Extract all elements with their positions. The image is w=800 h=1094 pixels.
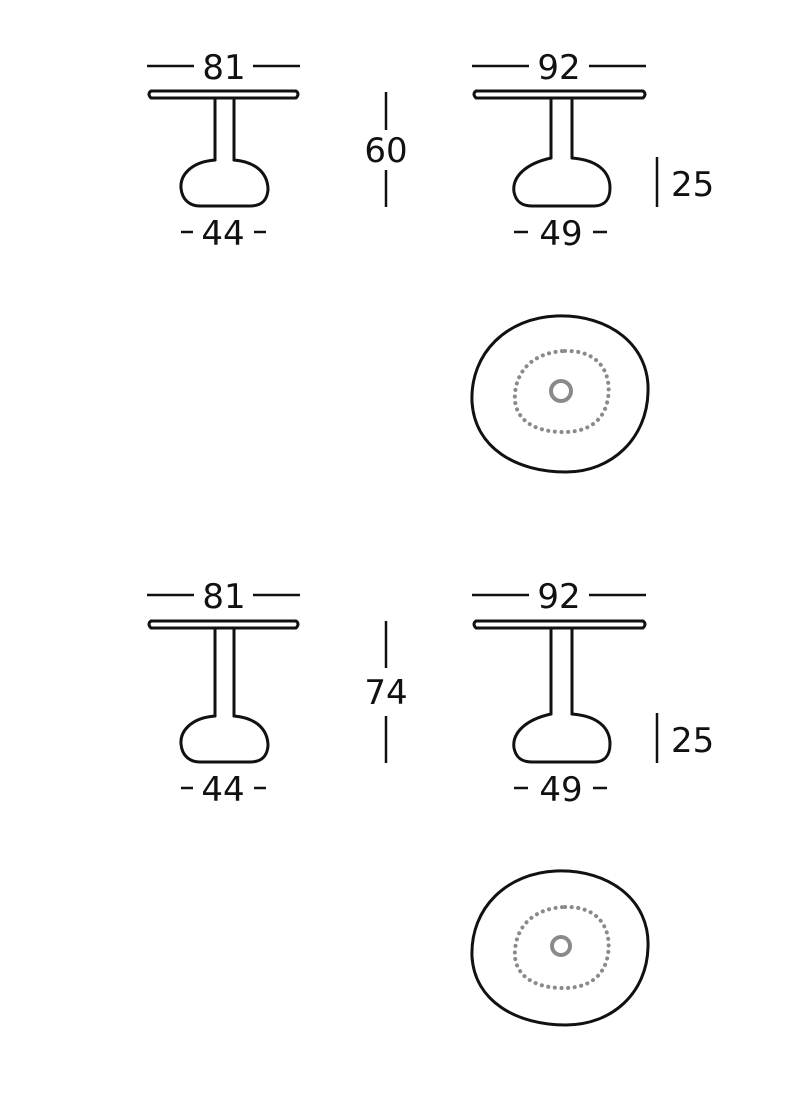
small-column — [213, 626, 236, 718]
large-top-width-label: 92 — [537, 48, 580, 88]
small-tabletop — [147, 619, 300, 630]
small-top-width-label: 81 — [202, 577, 245, 617]
base-top-view-60 — [470, 314, 650, 474]
large-base-width-label: 49 — [539, 770, 582, 810]
large-table-side-view-60: 92 49 25 — [472, 48, 714, 254]
base-dotted-ring — [512, 348, 611, 435]
base-height-label: 25 — [671, 721, 714, 761]
large-table-side-view-74: 92 49 25 — [472, 577, 714, 810]
small-table-side-view-60: 81 44 — [147, 48, 300, 254]
height-label: 60 — [364, 131, 407, 171]
base-height-label: 25 — [671, 165, 714, 205]
base-dotted-ring — [512, 904, 611, 991]
base-top-view-74 — [470, 869, 650, 1027]
small-table-side-view-74: 81 44 — [147, 577, 300, 810]
large-top-width-label: 92 — [537, 577, 580, 617]
large-base-width-label: 49 — [539, 214, 582, 254]
small-base-side — [179, 158, 270, 208]
height-label: 74 — [364, 673, 407, 713]
base-top-outline — [470, 869, 650, 1027]
variant-60: 81 44 60 92 49 25 — [147, 48, 714, 474]
column-hub-circle — [549, 379, 573, 403]
large-base-side — [512, 156, 612, 208]
base-top-outline — [470, 314, 650, 474]
large-base-side — [512, 712, 612, 764]
large-tabletop — [472, 619, 647, 630]
small-base-side — [179, 714, 270, 764]
small-column — [213, 96, 236, 162]
small-tabletop — [147, 89, 300, 100]
column-hub-circle — [550, 935, 572, 957]
large-column — [549, 626, 574, 716]
variant-74: 81 44 74 92 49 25 — [147, 577, 714, 1027]
small-base-width-label: 44 — [201, 770, 244, 810]
height-dimension-60: 60 — [364, 92, 408, 207]
small-top-width-label: 81 — [202, 48, 245, 88]
large-column — [549, 96, 574, 160]
small-base-width-label: 44 — [201, 214, 244, 254]
large-tabletop — [472, 89, 647, 100]
height-dimension-74: 74 — [364, 621, 408, 763]
